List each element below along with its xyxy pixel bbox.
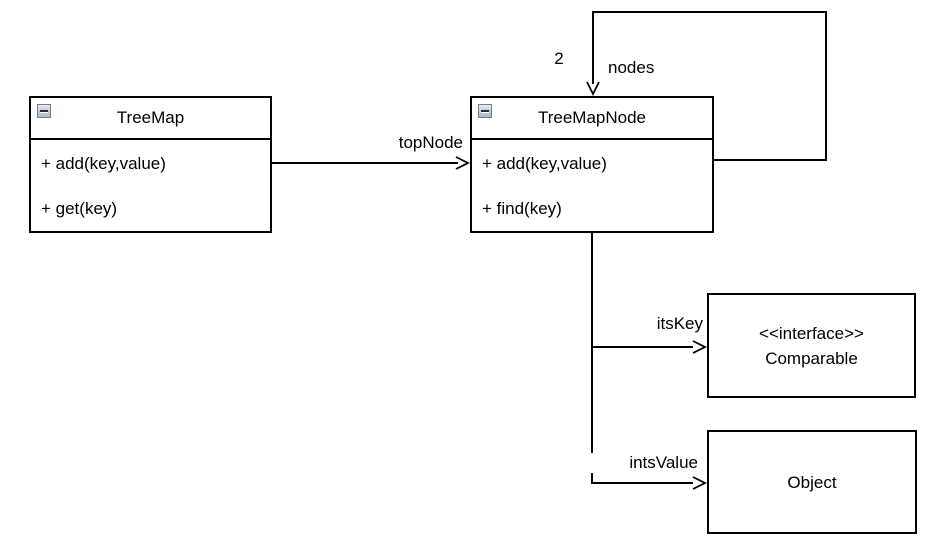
class-title: TreeMapNode <box>537 108 647 127</box>
edge-label-intsvalue: intsValue <box>570 453 698 473</box>
class-title-bar: TreeMap <box>31 98 270 140</box>
edge-multiplicity-nodes: 2 <box>548 49 570 69</box>
class-methods-compartment: + add(key,value) + get(key) <box>31 140 270 231</box>
method-item: + find(key) <box>482 199 562 218</box>
open-arrowhead-right-icon <box>692 340 707 354</box>
edge-intsvalue-line <box>591 482 693 484</box>
open-arrowhead-down-icon <box>586 81 600 96</box>
open-arrowhead-right-icon <box>692 476 707 490</box>
open-arrowhead-right-icon <box>455 156 470 170</box>
type-box-object[interactable]: Object <box>707 430 917 534</box>
class-title: TreeMap <box>116 108 185 127</box>
edge-nodes-loop-right <box>825 11 827 161</box>
minus-collapse-icon[interactable] <box>37 104 51 118</box>
edge-topnode-line <box>272 162 458 164</box>
edge-label-topnode: topNode <box>340 133 463 153</box>
edge-nodes-loop-left <box>592 11 594 84</box>
class-methods-compartment: + add(key,value) + find(key) <box>472 140 712 231</box>
minus-glyph <box>40 110 48 112</box>
interface-stereotype: <<interface>> <box>759 323 864 343</box>
type-box-comparable[interactable]: <<interface>> Comparable <box>707 293 916 398</box>
method-item: + get(key) <box>41 199 118 218</box>
class-box-treemap[interactable]: TreeMap + add(key,value) + get(key) <box>29 96 272 233</box>
minus-collapse-icon[interactable] <box>478 104 492 118</box>
method-item: + add(key,value) <box>482 154 607 173</box>
edge-itskey-line <box>591 346 693 348</box>
type-name: Comparable <box>765 348 858 368</box>
edge-treemapnode-vertical <box>591 233 593 484</box>
edge-nodes-loop-top <box>592 11 827 13</box>
class-box-treemapnode[interactable]: TreeMapNode + add(key,value) + find(key) <box>470 96 714 233</box>
method-item: + add(key,value) <box>41 154 166 173</box>
class-title-bar: TreeMapNode <box>472 98 712 140</box>
minus-glyph <box>481 110 489 112</box>
edge-label-nodes: nodes <box>608 58 655 78</box>
type-name: Object <box>787 472 837 492</box>
edge-label-itskey: itsKey <box>600 314 703 334</box>
edge-nodes-loop-bottom <box>714 159 827 161</box>
